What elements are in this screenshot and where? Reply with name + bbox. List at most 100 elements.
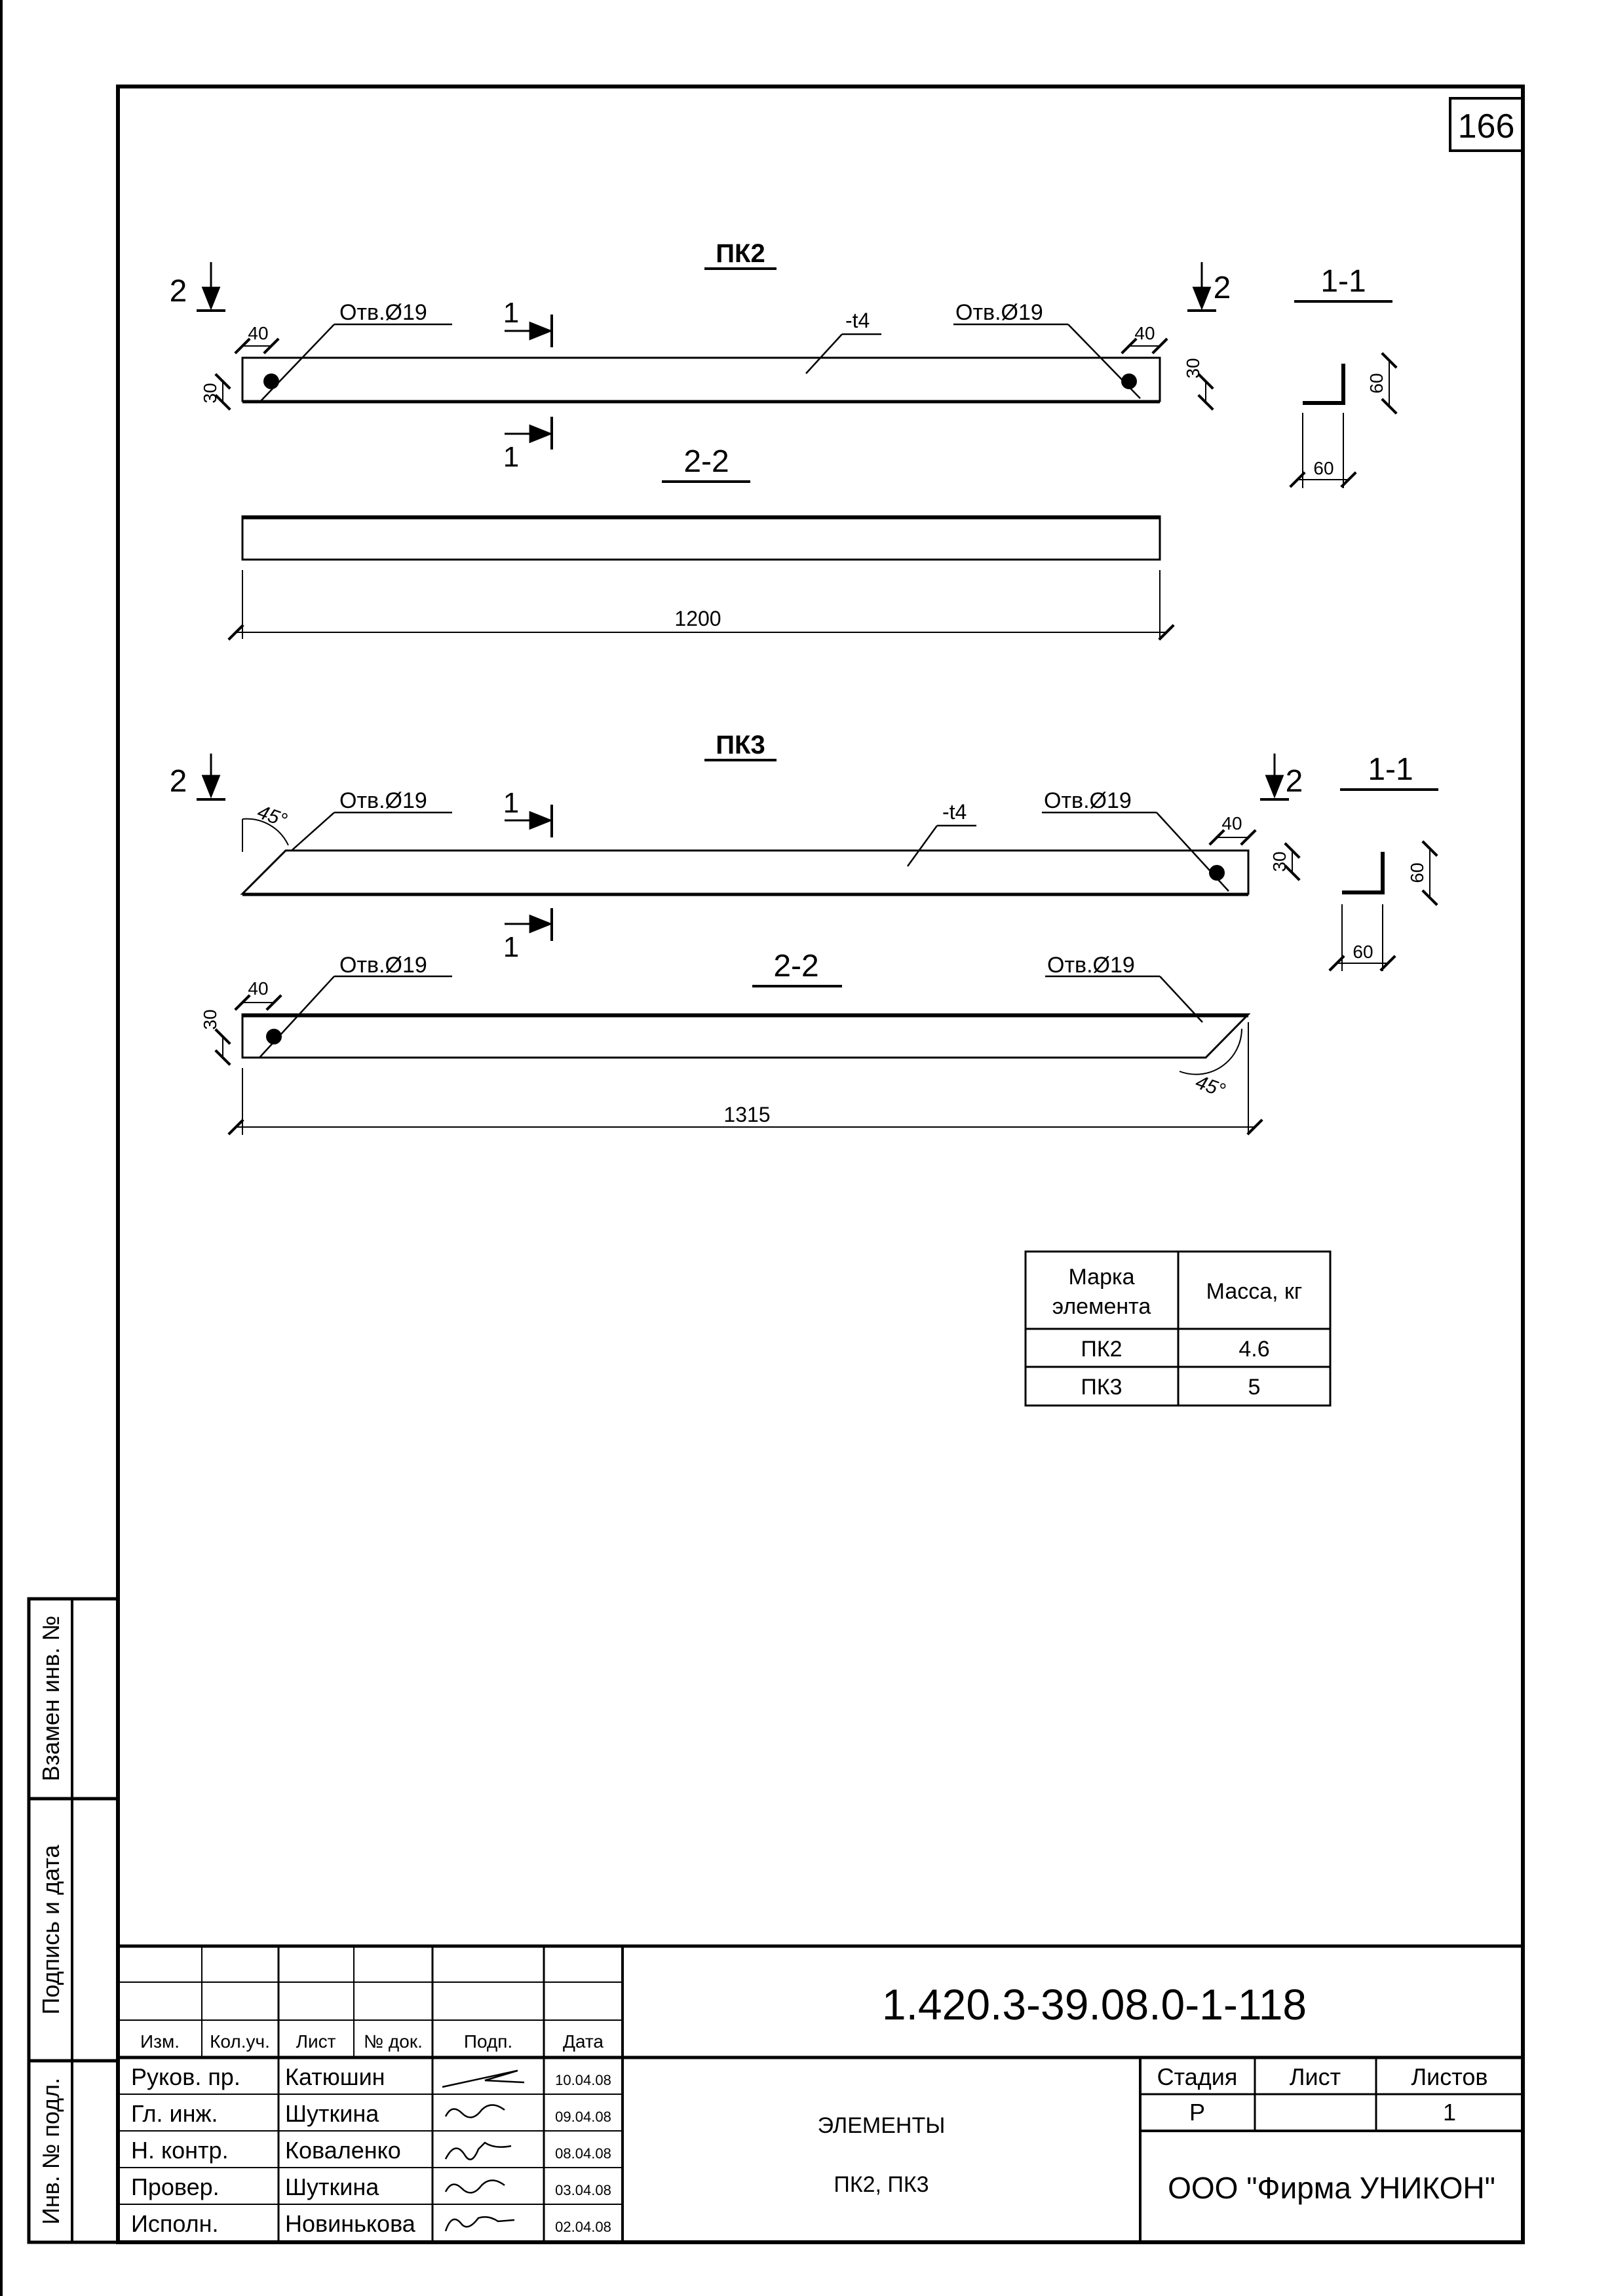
pk3-angle-bottom: 45° (1193, 1071, 1228, 1102)
stamp-col-kolch: Кол.уч. (210, 2031, 270, 2052)
stamp-sheets-value: 1 (1443, 2099, 1456, 2126)
stamp-role-2: Гл. инж. (131, 2100, 218, 2127)
stamp-name-4: Шуткина (285, 2173, 379, 2200)
title-block: Изм. Кол.уч. Лист № док. Подп. Дата Руко… (118, 1944, 1523, 2242)
sheet-number: 166 (1458, 107, 1515, 145)
pk3-hole-right-top-label: Отв.Ø19 (1044, 788, 1132, 813)
stamp-name-3: Коваленко (285, 2137, 401, 2164)
pk2-dim-40-right: 40 (1134, 323, 1155, 343)
pk2-hole-right-label: Отв.Ø19 (955, 300, 1043, 325)
stamp-role-1: Руков. пр. (131, 2063, 240, 2090)
pk3-section2-left: 2 (170, 764, 187, 799)
pk2-view-22: 2-2 (683, 444, 729, 479)
pk3-angle-leg-v: 60 (1407, 862, 1427, 883)
pk3-dim-40-right: 40 (1221, 813, 1242, 833)
stamp-title-2: ПК2, ПК3 (834, 2172, 929, 2197)
pk2-hole-left (263, 373, 279, 389)
stamp-role-4: Провер. (131, 2173, 220, 2200)
pk2-plate-side (241, 515, 1161, 561)
stamp-name-1: Катюшин (285, 2063, 385, 2090)
pk2-section1-bottom: 1 (503, 441, 519, 473)
pk2-angle-leg-v: 60 (1366, 373, 1387, 393)
side-vzamen: Взамен инв. № (37, 1616, 64, 1782)
pk2-plate (241, 356, 1161, 402)
pk2-angle-leg-h: 60 (1313, 458, 1334, 478)
stamp-date-2: 09.04.08 (555, 2109, 611, 2125)
stamp-company: ООО "Фирма УНИКОН" (1168, 2171, 1495, 2205)
side-podpis: Подпись и дата (37, 1845, 64, 2015)
pk3-drawing: ПК3 2 2 1 1 45° Отв.Ø19 Отв.Ø19 -t4 40 (170, 731, 1438, 1136)
pk3-hole-left-bottom (266, 1029, 282, 1044)
stamp-name-5: Новинькова (285, 2210, 416, 2237)
pk2-angle-profile (1303, 364, 1345, 405)
stamp-col-podp: Подп. (464, 2031, 512, 2052)
pk2-hole-right (1121, 373, 1137, 389)
signature-1 (442, 2069, 525, 2088)
pk2-thickness: -t4 (845, 309, 870, 332)
mass-table-row1-mass: 4.6 (1238, 1337, 1269, 1362)
sheet-number-box (1449, 97, 1524, 152)
stamp-title-1: ЭЛЕМЕНТЫ (818, 2113, 946, 2138)
pk3-section1-top: 1 (503, 787, 519, 819)
stamp-col-ndoc: № док. (364, 2031, 423, 2052)
stamp-date-4: 03.04.08 (555, 2182, 611, 2198)
pk3-dim-30-left: 30 (200, 1009, 220, 1029)
stamp-date-3: 08.04.08 (555, 2145, 611, 2162)
stamp-sheet-label: Лист (1290, 2063, 1341, 2090)
side-inv: Инв. № подл. (37, 2078, 64, 2225)
stamp-col-izm: Изм. (140, 2031, 180, 2052)
stamp-sheets-label: Листов (1411, 2063, 1488, 2090)
stamp-stage-label: Стадия (1157, 2063, 1238, 2090)
pk3-hole-left-top-label: Отв.Ø19 (339, 788, 427, 813)
mass-table-row2-mass: 5 (1248, 1375, 1261, 1400)
pk3-dim-30-right: 30 (1269, 851, 1290, 871)
signature-3 (444, 2141, 512, 2160)
pk2-section2-left: 2 (170, 274, 187, 309)
stamp-role-3: Н. контр. (131, 2137, 229, 2164)
pk2-dim-30-right: 30 (1183, 358, 1203, 378)
pk3-plate (240, 849, 1250, 895)
mass-table-row2-mark: ПК3 (1081, 1375, 1122, 1400)
pk2-hole-left-label: Отв.Ø19 (339, 300, 427, 325)
pk3-section2-right: 2 (1286, 764, 1303, 799)
stamp-col-data: Дата (563, 2031, 604, 2052)
pk3-angle-leg-h: 60 (1353, 942, 1373, 962)
pk2-length: 1200 (674, 607, 721, 630)
mass-table-header-mass: Масса, кг (1206, 1279, 1303, 1304)
stamp-date-5: 02.04.08 (555, 2219, 611, 2235)
mass-table-header-mark-1: Марка (1068, 1265, 1134, 1290)
sheet-frame (116, 85, 1525, 2244)
mass-table-header-mark-2: элемента (1052, 1294, 1151, 1319)
pk2-drawing: ПК2 2 2 1 1 Отв.Ø19 Отв.Ø19 -t4 (170, 239, 1398, 641)
mass-table: Марка элемента Масса, кг ПК2 4.6 ПК3 5 (1024, 1250, 1332, 1407)
pk3-length: 1315 (723, 1103, 770, 1126)
mass-table-row1-mark: ПК2 (1081, 1337, 1122, 1362)
pk3-view-22: 2-2 (773, 949, 818, 984)
pk2-section2-right: 2 (1214, 271, 1231, 305)
pk3-thickness: -t4 (942, 800, 967, 824)
pk3-view-11: 1-1 (1368, 752, 1413, 787)
signature-5 (444, 2216, 515, 2232)
side-margin: Взамен инв. № Подпись и дата Инв. № подл… (27, 1597, 120, 2244)
signature-4 (444, 2179, 505, 2194)
stamp-name-2: Шуткина (285, 2100, 379, 2127)
pk3-section1-bottom: 1 (503, 931, 519, 963)
pk3-plate-side (241, 1013, 1251, 1059)
stamp-role-5: Исполн. (131, 2210, 219, 2237)
pk2-section1-top: 1 (503, 297, 519, 329)
pk2-dim-40-left: 40 (248, 323, 268, 343)
stamp-col-list: Лист (296, 2031, 336, 2052)
pk3-hole-right-top (1209, 865, 1225, 881)
pk3-angle-profile (1342, 852, 1385, 894)
signature-2 (444, 2104, 505, 2118)
pk2-dim-30-left: 30 (200, 383, 220, 403)
stamp-doc-code: 1.420.3-39.08.0-1-118 (882, 1980, 1307, 2029)
pk3-angle-top: 45° (254, 801, 290, 832)
pk2-title: ПК2 (716, 239, 765, 268)
pk3-dim-40-left: 40 (248, 978, 268, 999)
pk3-hole-left-bottom-label: Отв.Ø19 (339, 953, 427, 978)
pk2-view-11: 1-1 (1320, 264, 1366, 299)
stamp-stage-value: Р (1189, 2099, 1205, 2126)
pk3-hole-right-bottom-label: Отв.Ø19 (1047, 953, 1135, 978)
